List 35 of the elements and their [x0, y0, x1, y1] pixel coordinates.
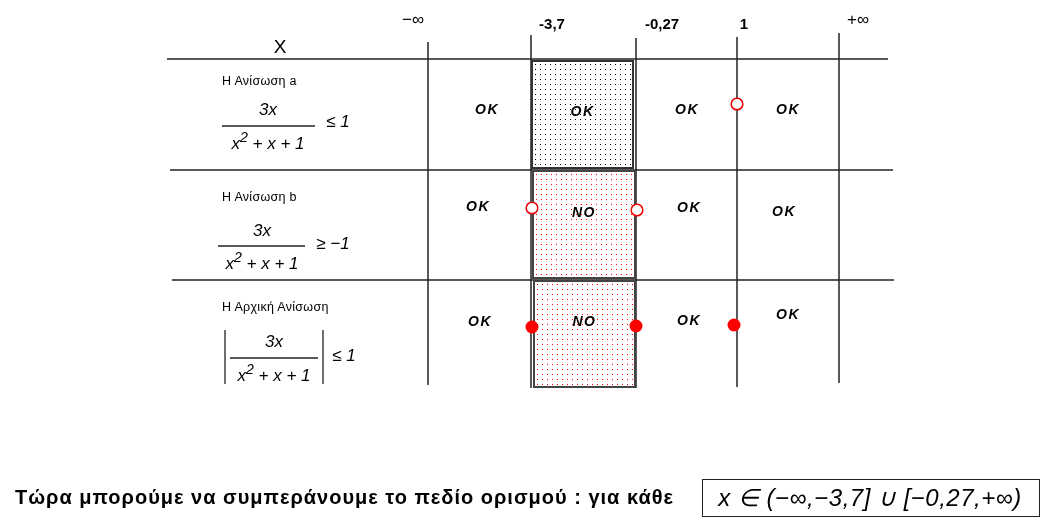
fraction-numerator: 3x [259, 100, 277, 120]
result-text: OK [466, 199, 490, 215]
result-text: OK [776, 102, 800, 118]
shaded-interval [531, 60, 634, 169]
axis-value: -0,27 [644, 15, 680, 33]
row-title: Η Ανίσωση a [222, 75, 297, 89]
axis-value: 1 [739, 15, 749, 33]
inequality-bound: ≤ 1 [332, 346, 356, 366]
result-text: NO [572, 314, 597, 330]
fraction-numerator: 3x [265, 332, 283, 352]
shaded-interval [532, 170, 636, 279]
result-text: NO [572, 205, 596, 221]
conclusion-text: Τώρα μπορούμε να συμπεράνουμε το πεδίο ορισμού : για κάθε [15, 486, 675, 508]
fraction-numerator: 3x [253, 221, 271, 241]
axis-value: −∞ [402, 10, 424, 30]
fraction-denominator: x$^{2}$ + x + 1 [237, 362, 311, 386]
variable-label: X [273, 36, 287, 58]
result-text: OK [475, 102, 499, 118]
fraction-denominator: x$^{2}$ + x + 1 [231, 130, 305, 154]
result-text: OK [675, 102, 699, 118]
result-text: OK [468, 314, 492, 330]
result-text: OK [776, 307, 800, 323]
solution-frame [702, 479, 1040, 517]
solution-formula: x ∈ (−∞,−3,7] ∪ [−0,27,+∞) [718, 484, 1022, 512]
fraction-denominator: x$^{2}$ + x + 1 [225, 250, 299, 274]
axis-value: +∞ [847, 10, 869, 30]
shaded-interval [533, 280, 636, 388]
row-title: Η Ανίσωση b [222, 191, 297, 205]
axis-value: -3,7 [539, 15, 565, 33]
result-text: OK [677, 200, 701, 216]
inequality-bound: ≤ 1 [326, 112, 350, 132]
inequality-bound: ≥ −1 [316, 234, 350, 254]
result-text: OK [772, 204, 796, 220]
result-text: OK [677, 313, 701, 329]
row-title: Η Αρχική Ανίσωση [222, 301, 329, 315]
